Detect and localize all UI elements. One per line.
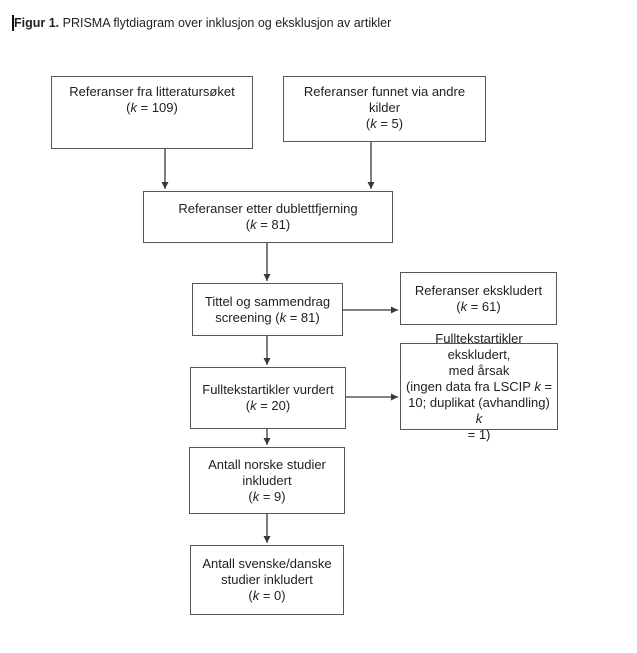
flow-box-refs-after-dedup: Referanser etter dublettfjerning(k = 81) xyxy=(143,191,393,243)
flow-box-line: (k = 0) xyxy=(248,588,286,603)
flow-box-line: = 1) xyxy=(467,426,491,442)
flow-box-line: Antall norske studier xyxy=(208,456,326,472)
figure-caption: Figur 1. PRISMA flytdiagram over inklusj… xyxy=(12,15,392,32)
flow-box-line: (k = 81) xyxy=(245,217,291,232)
flow-box-line: Antall svenske/danske xyxy=(202,556,332,571)
flow-box-line: (k = 61) xyxy=(456,298,501,314)
flow-box-fulltext-excluded: Fulltekstartikler ekskludert,med årsak(i… xyxy=(400,331,558,442)
flow-box-line: Referanser ekskludert xyxy=(414,282,543,298)
text-cursor xyxy=(12,15,14,31)
flow-box-line: Referanser fra litteratursøket xyxy=(69,84,235,99)
flow-box-line: (k = 20) xyxy=(245,398,291,413)
flow-box-refs-literature-search: Referanser fra litteratursøket(k = 109) xyxy=(51,76,253,149)
flow-box-refs-other-sources: Referanser funnet via andre kilder(k = 5… xyxy=(283,76,486,142)
flow-box-line: inkludert xyxy=(242,472,292,488)
flow-box-line: Fulltekstartikler vurdert xyxy=(202,382,334,397)
figure-title-text: PRISMA flytdiagram over inklusjon og eks… xyxy=(59,16,392,30)
flow-box-line: Referanser funnet via andre kilder xyxy=(303,84,466,115)
flow-box-line: studier inkludert xyxy=(221,572,313,587)
flow-box-line: screening (k = 81) xyxy=(215,309,320,325)
figure-label: Figur 1. xyxy=(14,16,60,30)
flow-box-line: (ingen data fra LSCIP k = xyxy=(405,378,553,394)
flow-box-refs-excluded: Referanser ekskludert(k = 61) xyxy=(400,272,557,325)
flow-box-fulltext-assessed: Fulltekstartikler vurdert(k = 20) xyxy=(190,367,346,429)
flow-box-line: med årsak xyxy=(448,362,510,378)
flow-box-line: Tittel og sammendrag xyxy=(204,293,331,309)
flow-box-line: Fulltekstartikler ekskludert, xyxy=(435,330,523,362)
flow-box-line: Referanser etter dublettfjerning xyxy=(178,201,358,216)
flow-box-line: (k = 5) xyxy=(365,116,404,131)
flow-box-line: (k = 109) xyxy=(126,100,178,115)
flow-box-line: 10; duplikat (avhandling) k xyxy=(408,394,550,426)
flow-box-line: (k = 9) xyxy=(248,488,286,504)
